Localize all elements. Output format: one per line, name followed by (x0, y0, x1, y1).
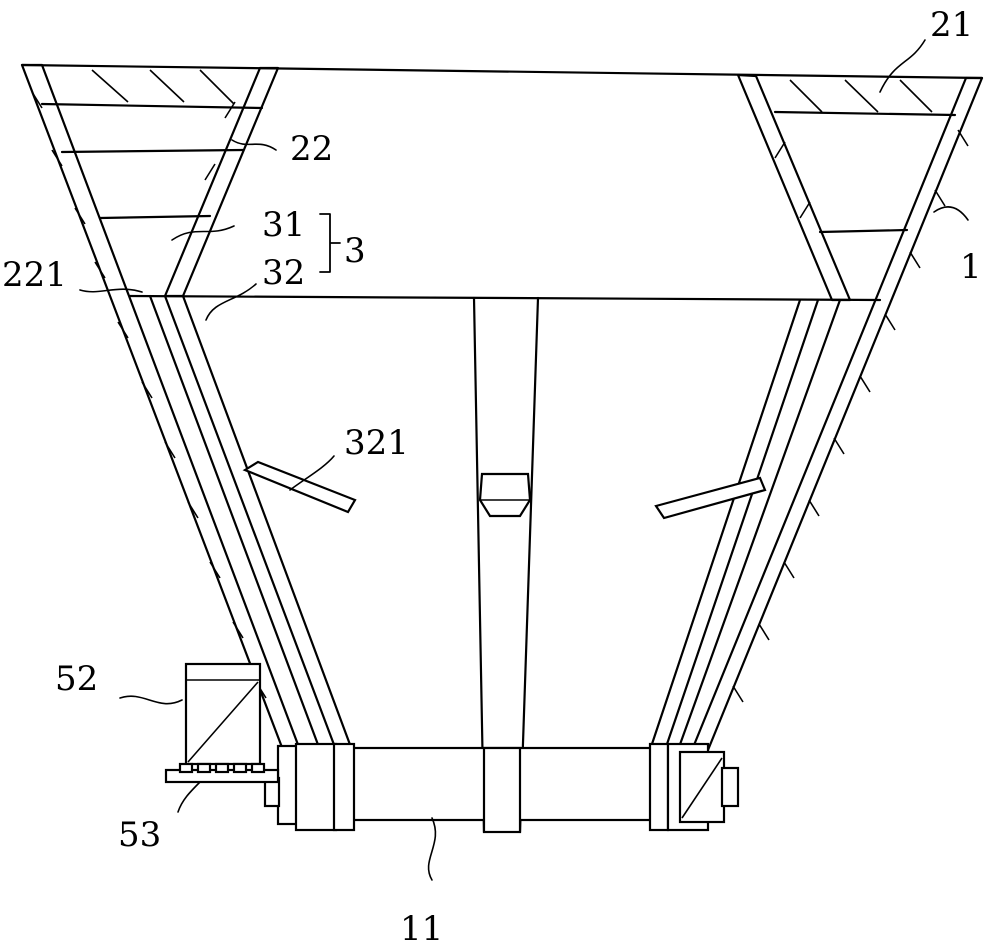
label-52: 52 (55, 659, 98, 699)
upper-funnel (22, 65, 982, 300)
label-3: 3 (344, 231, 366, 271)
label-22: 22 (290, 129, 333, 169)
bottom-shaft (350, 748, 652, 832)
label-31: 31 (262, 205, 305, 245)
label-1: 1 (960, 247, 982, 287)
label-32: 32 (262, 253, 305, 293)
rack-bracket (166, 764, 278, 782)
left-end-assembly (265, 744, 354, 830)
label-321: 321 (344, 423, 409, 463)
label-11: 11 (400, 909, 443, 947)
motor-box (186, 664, 260, 764)
label-53: 53 (118, 815, 161, 855)
label-221: 221 (2, 255, 67, 295)
left-outer-wall (22, 65, 300, 750)
right-outer-wall (692, 78, 982, 750)
right-lower-channel (650, 300, 840, 750)
left-inner-wall (42, 68, 278, 296)
label-21: 21 (930, 5, 973, 45)
right-end-assembly (650, 744, 738, 830)
